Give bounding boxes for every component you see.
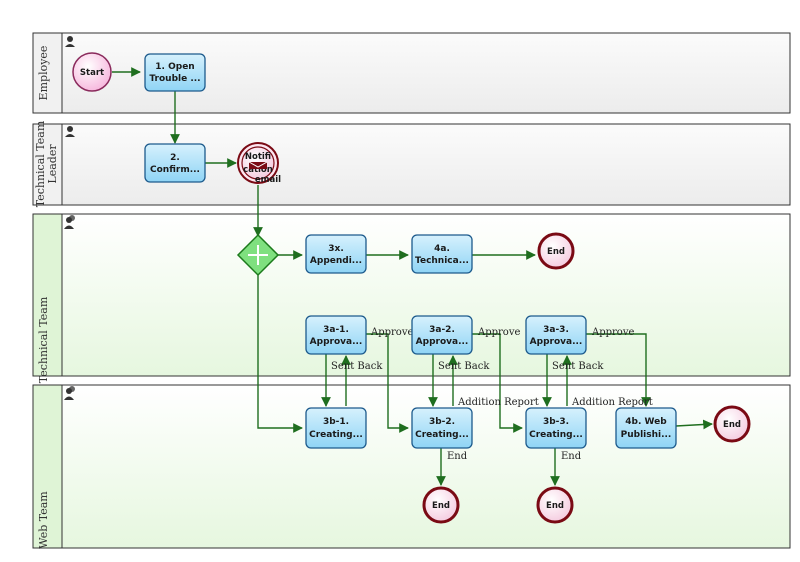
notification-event-label-line1: Notifi: [245, 152, 271, 162]
task-label-line2: Approva...: [310, 337, 363, 347]
sequence-flows: [112, 67, 713, 486]
task-label-line2: Appendi...: [310, 256, 362, 266]
flow-labels: Approve Approve Approve Sent Back Sent B…: [331, 327, 653, 462]
notification-event[interactable]: Notifi cation email: [237, 142, 281, 185]
task-label-line1: 3a-1.: [323, 325, 349, 335]
task-label-line1: 4a.: [434, 244, 450, 254]
end-event[interactable]: End: [536, 486, 574, 524]
flow-label-approve: Approve: [370, 327, 413, 338]
flow-label-end: End: [447, 451, 468, 462]
task-label-line1: 3a-3.: [543, 325, 569, 335]
group-icon: [64, 215, 75, 229]
task-label-line2: Publishi...: [621, 430, 672, 440]
flow-label-end: End: [561, 451, 582, 462]
task-confirm[interactable]: 2. Confirm...: [144, 143, 206, 183]
task-creating-1[interactable]: 3b-1. Creating...: [305, 407, 367, 449]
task-label-line2: Confirm...: [150, 165, 200, 175]
task-label-line1: 4b. Web: [625, 417, 667, 427]
task-label-line1: 3b-3.: [543, 417, 569, 427]
flow-label-sent-back: Sent Back: [552, 361, 604, 372]
notification-event-label-line2: cation: [243, 165, 273, 175]
flow-label-approve: Approve: [591, 327, 634, 338]
task-label-line2: Creating...: [529, 430, 583, 440]
parallel-gateway[interactable]: [236, 233, 280, 277]
task-technical[interactable]: 4a. Technica...: [411, 234, 473, 274]
end-event-label: End: [432, 501, 450, 511]
end-event[interactable]: End: [422, 486, 460, 524]
flow-label-addition-report: Addition Report: [457, 397, 539, 408]
flow-label-approve: Approve: [477, 327, 520, 338]
task-label-line1: 3b-1.: [323, 417, 349, 427]
task-label-line2: Creating...: [309, 430, 363, 440]
end-event[interactable]: End: [713, 405, 751, 443]
end-event[interactable]: End: [537, 232, 575, 270]
task-label-line1: 3b-2.: [429, 417, 455, 427]
start-event-label: Start: [80, 68, 104, 78]
task-approval-2[interactable]: 3a-2. Approva...: [411, 315, 473, 355]
envelope-icon: [248, 161, 268, 169]
task-label-line2: Technica...: [415, 256, 469, 266]
flow-label-sent-back: Sent Back: [331, 361, 383, 372]
lane-label-employee: Employee: [37, 46, 50, 101]
group-icon: [64, 386, 75, 400]
notification-email-tag: email: [255, 175, 281, 185]
task-label-line1: 2.: [170, 153, 180, 163]
lane-label-leader-line2: Leader: [46, 144, 59, 184]
lane-web-team: Web Team: [32, 384, 791, 549]
task-label-line2: Creating...: [415, 430, 469, 440]
end-event-label: End: [723, 420, 741, 430]
end-event-label: End: [546, 501, 564, 511]
task-creating-3[interactable]: 3b-3. Creating...: [525, 407, 587, 449]
task-approval-3[interactable]: 3a-3. Approva...: [525, 315, 587, 355]
flow-label-addition-report: Addition Report: [571, 397, 653, 408]
task-label-line2: Approva...: [530, 337, 583, 347]
person-icon: [65, 126, 75, 137]
person-icon: [65, 36, 75, 47]
flow-label-sent-back: Sent Back: [438, 361, 490, 372]
task-label-line2: Trouble ...: [149, 74, 200, 84]
start-event[interactable]: Start: [72, 52, 112, 92]
task-label-line1: 3x.: [328, 244, 344, 254]
lane-label-web-team: Web Team: [37, 491, 50, 549]
task-approval-1[interactable]: 3a-1. Approva...: [305, 315, 367, 355]
task-label-line1: 3a-2.: [429, 325, 455, 335]
task-creating-2[interactable]: 3b-2. Creating...: [411, 407, 473, 449]
lane-technical-team-leader: Technical Team Leader: [32, 120, 791, 207]
task-label-line2: Approva...: [416, 337, 469, 347]
end-event-label: End: [547, 247, 565, 257]
task-label-line1: 1. Open: [155, 62, 194, 72]
task-open-trouble[interactable]: 1. Open Trouble ...: [144, 53, 206, 92]
task-appendix[interactable]: 3x. Appendi...: [305, 234, 367, 274]
task-web-publishing[interactable]: 4b. Web Publishi...: [615, 407, 677, 449]
plus-icon: [248, 245, 268, 265]
lane-label-leader-line1: Technical Team: [34, 120, 47, 207]
lane-label-technical-team: Technical Team: [37, 296, 50, 383]
